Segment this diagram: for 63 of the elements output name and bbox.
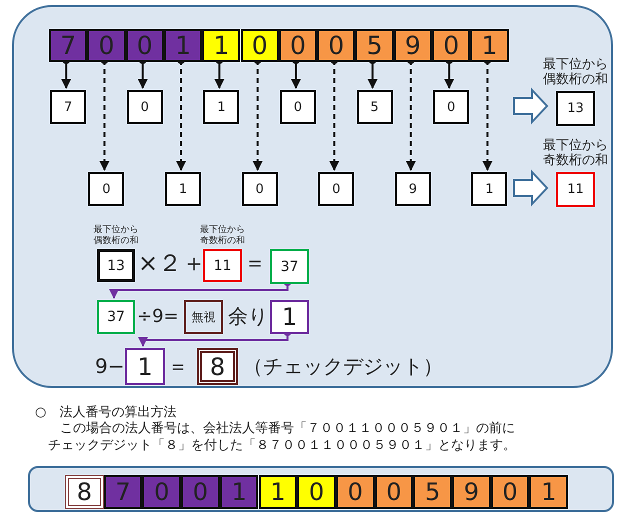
number-box: 0 — [280, 90, 316, 124]
number-box: 37 — [97, 300, 135, 334]
digit-cell: 9 — [452, 475, 491, 509]
digit-cell: 5 — [355, 29, 394, 62]
rounded-panel — [12, 5, 613, 388]
formula-text: ÷9= — [137, 305, 179, 329]
digit-cell: 5 — [413, 475, 452, 509]
digit-cell: 0 — [317, 29, 356, 62]
digit-cell: 1 — [258, 475, 298, 509]
number-box: 7 — [50, 90, 86, 124]
block-arrow — [513, 169, 548, 207]
section-heading: ○ 法人番号の算出方法 — [35, 404, 176, 421]
digit-cell: 1 — [470, 29, 509, 62]
digit-cell: 8 — [65, 475, 104, 509]
digit-cell: 1 — [220, 475, 258, 509]
number-box: 5 — [356, 90, 393, 124]
digit-cell: 0 — [374, 475, 414, 509]
number-box: 0 — [88, 172, 124, 206]
digit-cell: 0 — [240, 29, 279, 62]
rounded-panel — [28, 466, 614, 512]
number-box: 37 — [270, 249, 309, 284]
number-box: 11 — [203, 249, 242, 282]
number-box: 1 — [203, 90, 240, 124]
digit-cell: 0 — [490, 475, 530, 509]
number-box: 0 — [318, 172, 354, 206]
digit-cell: 0 — [181, 475, 220, 509]
digit-cell: 0 — [336, 475, 375, 509]
number-box: 13 — [97, 249, 135, 282]
digit-cell: 9 — [394, 29, 432, 62]
formula-text: 9− — [95, 353, 124, 380]
number-box: 11 — [556, 172, 595, 207]
number-box: 9 — [394, 172, 431, 206]
number-box: 1 — [165, 172, 202, 206]
heading-text: 最下位から奇数桁の和 — [199, 225, 246, 246]
digit-cell: 0 — [87, 29, 126, 62]
digit-cell: 0 — [297, 475, 336, 509]
formula-text: ＝ — [168, 353, 188, 380]
digit-cell: 1 — [164, 29, 202, 62]
number-box: 0 — [126, 90, 163, 124]
digit-cell: 0 — [278, 29, 318, 62]
number-box: 1 — [471, 172, 508, 206]
digit-cell: 0 — [432, 29, 470, 62]
heading-text: 最下位から奇数桁の和 — [542, 139, 609, 169]
formula-text: 余り — [228, 303, 268, 330]
formula-text: （チェックデジット） — [243, 353, 443, 380]
digit-cell: 7 — [104, 475, 142, 509]
number-box: 無視 — [184, 300, 223, 334]
number-box: 0 — [242, 172, 278, 206]
number-box: 1 — [270, 300, 309, 334]
digit-cell: 0 — [142, 475, 182, 509]
digit-cell: 1 — [202, 29, 240, 62]
number-box: 13 — [556, 91, 595, 126]
number-box: 8 — [197, 348, 238, 385]
formula-text: ＝ — [244, 250, 266, 278]
paragraph: この場合の法人番号は、会社法人等番号「７００１１０００５９０１」の前にチェックデジット「８」を付した「８７００１１０００５９０１」となります。 — [48, 420, 517, 454]
heading-text: 最下位から偶数桁の和 — [92, 225, 140, 246]
heading-text: 最下位から偶数桁の和 — [542, 58, 609, 88]
digit-cell: 1 — [529, 475, 568, 509]
digit-cell: 7 — [49, 29, 88, 62]
number-box: 1 — [125, 348, 165, 385]
block-arrow — [513, 87, 548, 125]
number-box: 0 — [433, 90, 470, 124]
digit-cell: 0 — [126, 29, 164, 62]
